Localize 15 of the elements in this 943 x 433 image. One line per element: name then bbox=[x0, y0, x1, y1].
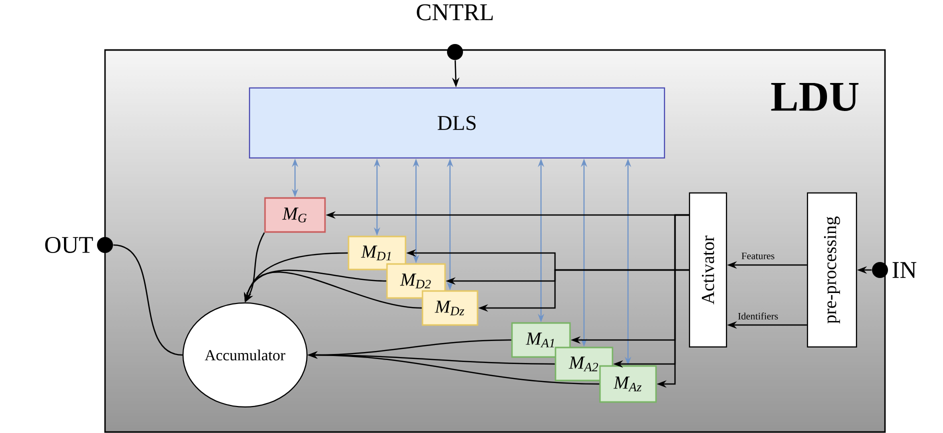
module-box: M$_{A2}$ bbox=[554, 346, 614, 382]
module-box: M$_{Dz}$ bbox=[422, 290, 478, 326]
terminal-label: OUT bbox=[45, 236, 93, 254]
module-box: M$_{D2}$ bbox=[386, 263, 446, 299]
module-box: M$_{G}$ bbox=[264, 197, 326, 233]
terminal-label: IN bbox=[892, 262, 916, 278]
module-box: M$_{A1}$ bbox=[511, 322, 571, 358]
preprocessing-box: pre-processing bbox=[806, 192, 858, 348]
module-box: M$_{D1}$ bbox=[348, 236, 406, 270]
activator-box: Activator bbox=[688, 192, 728, 348]
terminal-label: CNTRL bbox=[416, 4, 493, 20]
edge-label: Identifiers bbox=[738, 312, 778, 320]
edge-label: Features bbox=[742, 252, 774, 260]
module-box: M$_{Az}$ bbox=[599, 365, 657, 403]
process-box: DLS bbox=[248, 87, 666, 159]
